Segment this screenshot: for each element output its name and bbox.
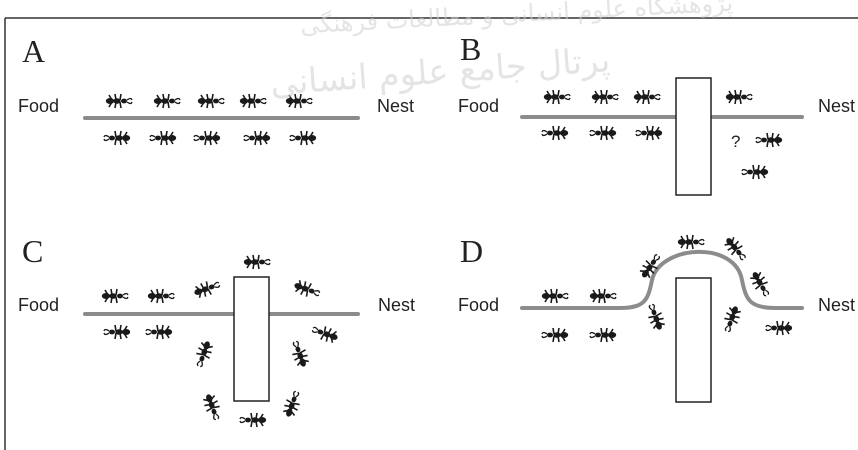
ant-icon (589, 125, 617, 141)
ant-icon (294, 280, 321, 297)
ant-icon (648, 303, 665, 330)
panel-a-food-label: Food (18, 96, 59, 116)
panel-b-obstacle (675, 77, 712, 196)
ant-icon (194, 281, 221, 298)
ant-icon (239, 412, 267, 428)
panel-d-trail-detour (520, 249, 804, 310)
ant-icon (589, 288, 617, 304)
panel-d: D Food Nest (458, 233, 855, 403)
ant-icon (289, 130, 317, 146)
ant-icon (541, 327, 569, 343)
ant-icon (725, 89, 753, 105)
ant-icon (541, 288, 569, 304)
ant-icon (283, 390, 300, 417)
panel-c-food-label: Food (18, 295, 59, 315)
panel-c-obstacle (233, 276, 270, 402)
ant-icon (203, 394, 220, 421)
ant-icon (755, 132, 783, 148)
ant-icon (589, 327, 617, 343)
panel-c-letter: C (22, 233, 43, 269)
panel-a-letter: A (22, 33, 45, 69)
panel-d-letter: D (460, 233, 483, 269)
ant-icon (145, 324, 173, 340)
panel-b-ants (541, 89, 783, 180)
ant-icon (239, 93, 267, 109)
panel-d-food-label: Food (458, 295, 499, 315)
ant-icon (639, 254, 661, 279)
ant-icon (724, 306, 741, 333)
ant-icon (541, 125, 569, 141)
ant-icon (105, 93, 133, 109)
panel-c: C Food Nest (18, 233, 415, 428)
panel-d-nest-label: Nest (818, 295, 855, 315)
ant-icon (311, 326, 338, 343)
ant-icon (243, 254, 271, 270)
ant-icon (103, 324, 131, 340)
panel-a: A Food Nest (18, 33, 414, 146)
ant-icon (635, 125, 663, 141)
panel-b-food-label: Food (458, 96, 499, 116)
ant-icon (292, 340, 309, 367)
ant-icon (750, 271, 770, 297)
ant-icon (193, 130, 221, 146)
panel-d-obstacle (675, 277, 712, 403)
panel-b-nest-label: Nest (818, 96, 855, 116)
ant-icon (149, 130, 177, 146)
ant-icon (196, 341, 213, 368)
panel-a-nest-label: Nest (377, 96, 414, 116)
panel-b-letter: B (460, 31, 481, 67)
panel-d-ants (541, 234, 793, 343)
ant-icon (147, 288, 175, 304)
ant-icon (543, 89, 571, 105)
panel-c-nest-label: Nest (378, 295, 415, 315)
ant-icon (724, 236, 746, 261)
ant-icon (197, 93, 225, 109)
ant-icon (243, 130, 271, 146)
ant-icon (101, 288, 129, 304)
panel-b-question-mark: ? (731, 132, 740, 151)
ant-icon (633, 89, 661, 105)
ant-icon (153, 93, 181, 109)
ant-icon (741, 164, 769, 180)
ant-icon (285, 93, 313, 109)
ant-icon (677, 234, 705, 250)
panel-a-ants (103, 93, 317, 146)
ant-icon (765, 320, 793, 336)
ant-icon (591, 89, 619, 105)
ant-icon (103, 130, 131, 146)
panel-b: B Food Nest ? (458, 31, 855, 196)
panel-c-ants (101, 254, 338, 428)
